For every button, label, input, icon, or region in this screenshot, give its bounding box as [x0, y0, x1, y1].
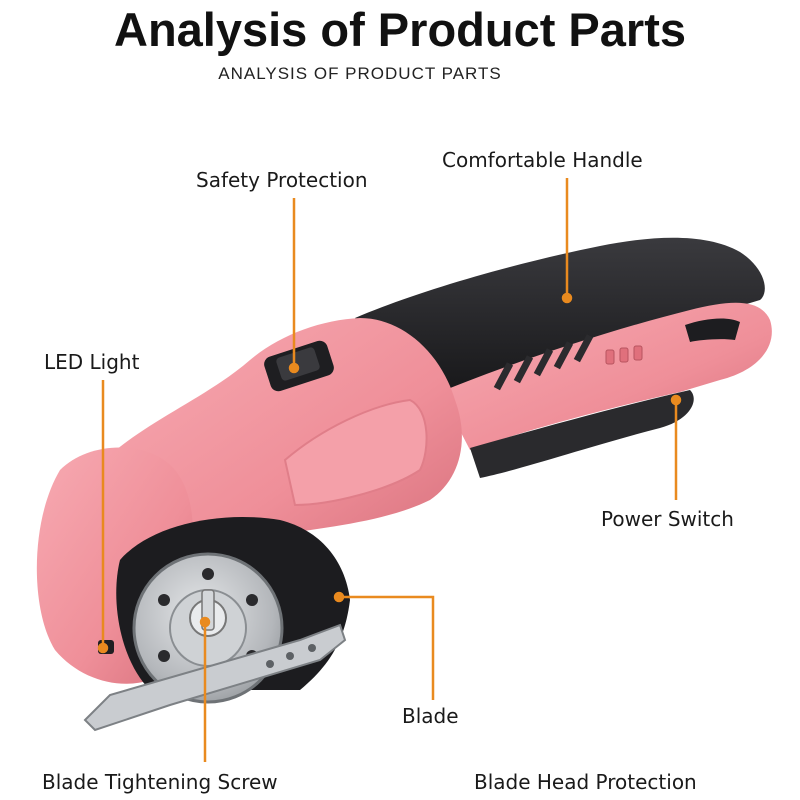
- rear-cap: [685, 318, 740, 342]
- side-panel: [283, 398, 428, 507]
- label-power-switch: Power Switch: [601, 507, 734, 531]
- handle-bottom-grip: [470, 390, 694, 478]
- base-plate: [83, 623, 347, 732]
- label-blade: Blade: [402, 704, 459, 728]
- battery-indicator: [605, 345, 643, 365]
- leader-lines: [97, 178, 682, 762]
- label-blade-tightening-screw: Blade Tightening Screw: [42, 770, 278, 794]
- handle-pink-body: [440, 302, 772, 450]
- electric-cutter-illustration: [36, 237, 772, 732]
- label-safety-protection: Safety Protection: [196, 168, 368, 192]
- leader-blade: [339, 595, 435, 700]
- label-comfortable-handle: Comfortable Handle: [442, 148, 643, 172]
- handle-grip: [355, 237, 765, 410]
- safety-switch: [264, 340, 334, 392]
- page-subtitle: ANALYSIS OF PRODUCT PARTS: [218, 64, 502, 83]
- handle-vents: [493, 334, 594, 391]
- label-blade-head-protection: Blade Head Protection: [474, 770, 697, 794]
- page-title: Analysis of Product Parts: [114, 3, 686, 56]
- main-body: [110, 318, 462, 560]
- label-led-light: LED Light: [44, 350, 140, 374]
